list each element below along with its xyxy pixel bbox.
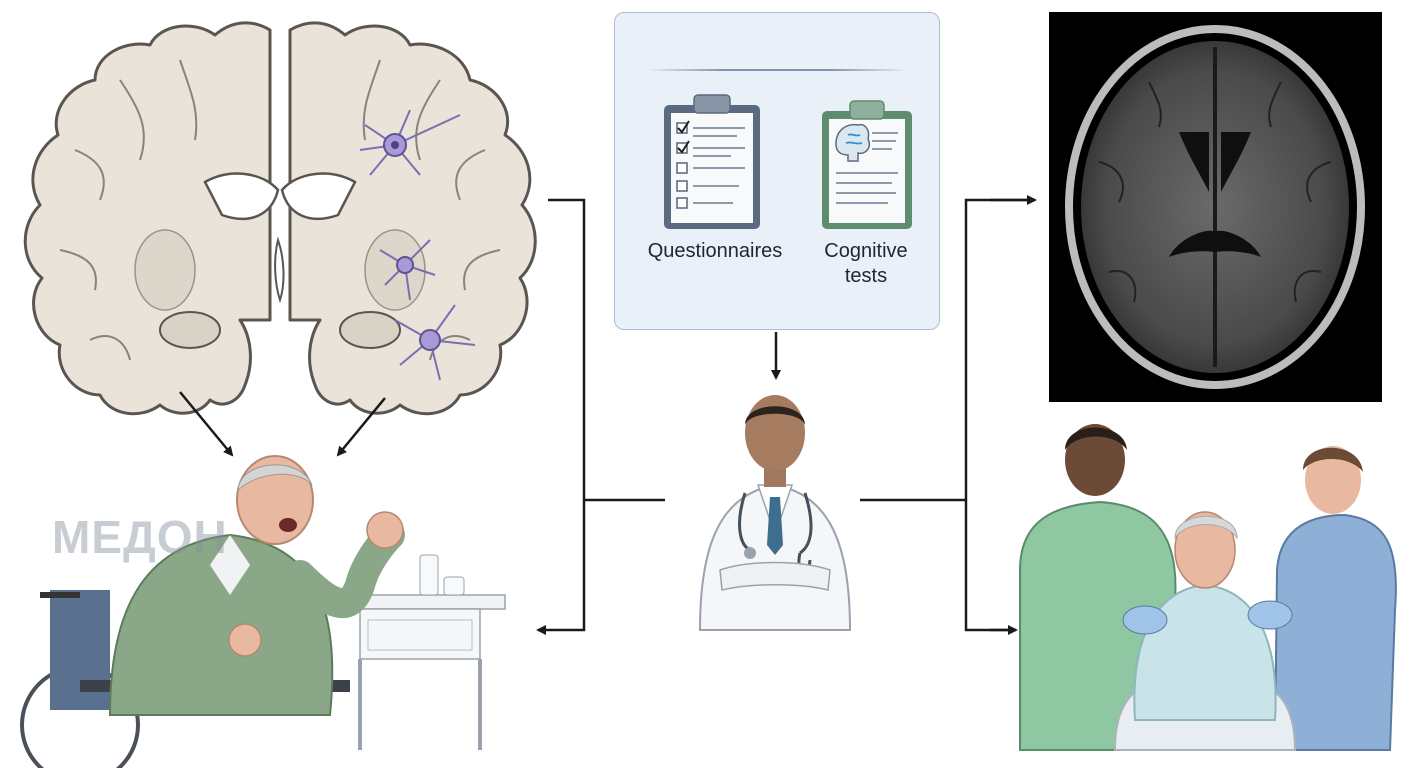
questionnaires-label: Questionnaires — [647, 240, 783, 262]
agitated-patient-illustration — [20, 455, 506, 768]
clipboard-brain-icon — [822, 100, 912, 229]
cognitive-tests-label-line2: tests — [844, 265, 888, 287]
watermark: МЕДОН — [52, 511, 228, 563]
cognitive-tests-label: Cognitive tests — [801, 239, 931, 289]
neuron-icon — [359, 109, 461, 176]
neuron-icon — [394, 304, 476, 381]
cognitive-tests-label-line1: Cognitive — [824, 240, 908, 262]
clipboard-checklist-icon — [664, 94, 760, 229]
doctor-illustration — [698, 395, 852, 631]
assessment-card: Questionnaires Cognitive tests — [614, 12, 940, 330]
care-team-illustration — [1019, 424, 1397, 751]
neuron-icon — [379, 239, 436, 301]
card-divider — [645, 69, 909, 71]
mri-scan-image — [1049, 12, 1382, 402]
